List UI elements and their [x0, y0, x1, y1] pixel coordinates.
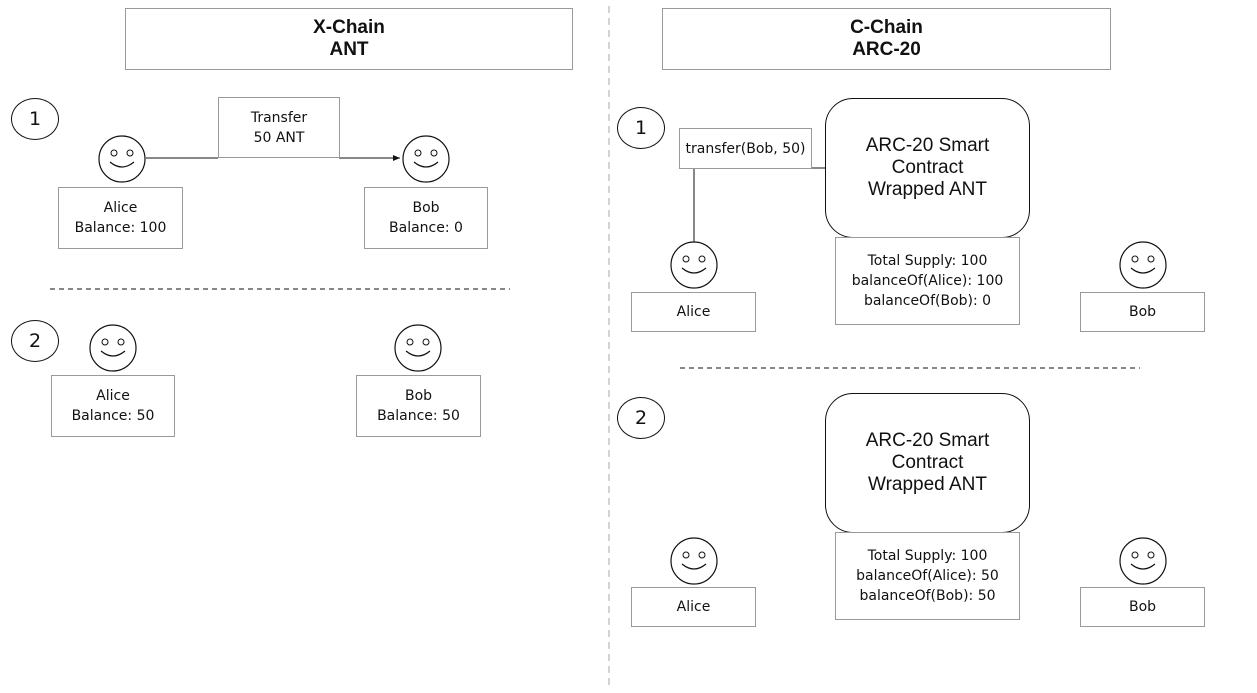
c-chain-step2-alice-card: Alice: [631, 587, 756, 627]
smiley-face-icon: [401, 134, 451, 184]
x-chain-step-1-badge: 1: [11, 98, 59, 140]
account-name: Alice: [96, 388, 130, 404]
smiley-face-icon: [1118, 240, 1168, 290]
smiley-face-icon: [669, 536, 719, 586]
c-chain-step2-contract-state: Total Supply: 100 balanceOf(Alice): 50 b…: [835, 532, 1020, 620]
transfer-call-text: transfer(Bob, 50): [685, 140, 806, 157]
c-chain-step-2-badge: 2: [617, 397, 665, 439]
contract-line2: Contract: [891, 452, 964, 473]
smiley-face-icon: [97, 134, 147, 184]
total-supply: Total Supply: 100: [867, 253, 988, 269]
account-balance: Balance: 50: [71, 408, 155, 424]
step-number: 2: [28, 330, 42, 352]
x-chain-step1-alice-card: Alice Balance: 100: [58, 187, 183, 249]
balance-of-alice: balanceOf(Alice): 100: [851, 273, 1004, 289]
total-supply: Total Supply: 100: [867, 548, 988, 564]
x-chain-transfer-label: Transfer 50 ANT: [218, 97, 340, 158]
contract-line2: Contract: [891, 157, 964, 178]
balance-of-alice: balanceOf(Alice): 50: [856, 568, 999, 584]
transfer-label-line1: Transfer: [250, 109, 308, 126]
account-balance: Balance: 0: [389, 220, 463, 236]
contract-line1: ARC-20 Smart: [865, 135, 990, 156]
x-chain-step-2-badge: 2: [11, 320, 59, 362]
c-chain-step-1-badge: 1: [617, 107, 665, 149]
smiley-face-icon: [669, 240, 719, 290]
x-chain-header: X-Chain ANT: [125, 8, 573, 70]
account-balance: Balance: 50: [377, 408, 460, 424]
c-chain-step1-alice-card: Alice: [631, 292, 756, 332]
account-balance: Balance: 100: [74, 220, 167, 236]
account-name: Alice: [676, 599, 711, 615]
c-chain-step1-contract-state: Total Supply: 100 balanceOf(Alice): 100 …: [835, 237, 1020, 325]
smiley-face-icon: [1118, 536, 1168, 586]
c-chain-step2-contract: ARC-20 Smart Contract Wrapped ANT: [825, 393, 1030, 533]
account-name: Alice: [676, 304, 711, 320]
step-number: 1: [28, 108, 42, 130]
x-chain-title: X-Chain: [313, 17, 385, 38]
x-chain-step1-bob-card: Bob Balance: 0: [364, 187, 488, 249]
smiley-face-icon: [88, 323, 138, 373]
account-name: Bob: [412, 200, 440, 216]
x-chain-token: ANT: [329, 39, 369, 60]
step-number: 2: [634, 407, 648, 429]
step-number: 1: [634, 117, 648, 139]
account-name: Alice: [103, 200, 138, 216]
account-name: Bob: [404, 388, 433, 404]
balance-of-bob: balanceOf(Bob): 0: [863, 293, 992, 309]
x-chain-step2-alice-card: Alice Balance: 50: [51, 375, 175, 437]
contract-line1: ARC-20 Smart: [865, 430, 990, 451]
contract-line3: Wrapped ANT: [868, 179, 987, 200]
smiley-face-icon: [393, 323, 443, 373]
c-chain-header: C-Chain ARC-20: [662, 8, 1111, 70]
account-name: Bob: [1128, 599, 1157, 615]
transfer-label-line2: 50 ANT: [253, 129, 305, 146]
c-chain-transfer-call: transfer(Bob, 50): [679, 128, 812, 169]
c-chain-step1-bob-card: Bob: [1080, 292, 1205, 332]
c-chain-token: ARC-20: [852, 39, 921, 60]
c-chain-title: C-Chain: [850, 17, 923, 38]
account-name: Bob: [1128, 304, 1157, 320]
x-chain-step2-bob-card: Bob Balance: 50: [356, 375, 481, 437]
c-chain-step1-contract: ARC-20 Smart Contract Wrapped ANT: [825, 98, 1030, 238]
contract-line3: Wrapped ANT: [868, 474, 987, 495]
c-chain-step2-bob-card: Bob: [1080, 587, 1205, 627]
balance-of-bob: balanceOf(Bob): 50: [859, 588, 996, 604]
